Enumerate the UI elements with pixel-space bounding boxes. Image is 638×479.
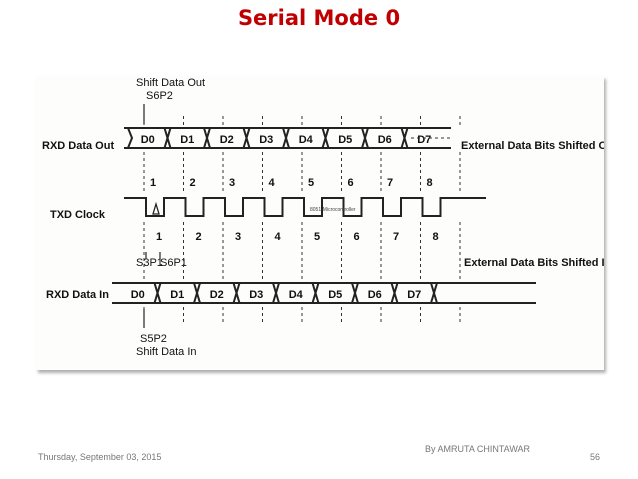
rxd-in-transition <box>351 282 359 304</box>
rxd-in-bit: D2 <box>210 289 224 301</box>
rxd-in-transition <box>390 282 399 304</box>
clock-number-bottom: 3 <box>235 231 241 243</box>
clock-numbers-bottom: 1 2 3 4 5 6 7 8 <box>156 231 439 243</box>
clock-number-top: 3 <box>229 177 235 189</box>
rxd-out-transition <box>400 127 409 149</box>
rxd-data-in-label: RXD Data In <box>46 289 109 301</box>
rxd-in-transition <box>193 282 201 304</box>
clock-number-top: 7 <box>387 177 393 189</box>
clock-number-top: 6 <box>348 177 354 189</box>
clock-number-top: 5 <box>308 177 314 189</box>
rxd-out-note: External Data Bits Shifted Out <box>461 140 604 152</box>
rxd-out-transition <box>282 127 290 149</box>
timing-diagram: Shift Data Out S6P2 RXD Data Out TXD Clo… <box>36 76 604 370</box>
rxd-in-bits: D0 D1 D2 D3 D4 D5 D6 D7 <box>131 282 438 304</box>
rxd-out-transition <box>321 127 330 149</box>
rxd-in-bit: D1 <box>170 289 184 301</box>
clock-arrow <box>152 201 160 215</box>
rxd-out-transition <box>203 127 211 149</box>
rxd-out-transition <box>361 127 369 149</box>
shift-data-out-label: Shift Data Out <box>136 77 205 89</box>
clock-number-bottom: 5 <box>314 231 320 243</box>
s6p1-label: S6P1 <box>160 257 187 269</box>
rxd-in-bit: D4 <box>289 289 304 301</box>
clock-number-top: 4 <box>269 177 276 189</box>
rxd-in-transition <box>311 282 320 304</box>
rxd-out-bit: D6 <box>378 134 392 146</box>
clock-number-bottom: 2 <box>196 231 202 243</box>
rxd-out-bit: D4 <box>299 134 314 146</box>
rxd-in-transition <box>153 282 162 304</box>
clock-number-top: 2 <box>190 177 196 189</box>
rxd-in-transition <box>430 282 438 304</box>
rxd-out-bit: D1 <box>180 134 194 146</box>
s3p1-label: S3P1 <box>136 257 163 269</box>
rxd-in-transition <box>272 282 280 304</box>
rxd-in-transition <box>232 282 241 304</box>
footer-author: By AMRUTA CHINTAWAR <box>425 444 531 454</box>
sample-lines <box>143 116 461 324</box>
footer-date: Thursday, September 03, 2015 <box>38 452 162 462</box>
rxd-out-bits: D0 D1 D2 D3 D4 D5 D6 D7 <box>141 127 431 149</box>
clock-number-bottom: 4 <box>275 231 282 243</box>
clock-number-bottom: 1 <box>156 231 162 243</box>
watermark: 8051-Microcontroller <box>310 207 356 213</box>
rxd-in-bit: D7 <box>407 289 421 301</box>
txd-clock-wave <box>124 197 486 217</box>
rxd-in-bus <box>112 282 536 304</box>
clock-number-top: 8 <box>427 177 433 189</box>
shift-data-in-label: Shift Data In <box>136 346 197 358</box>
rxd-in-note: External Data Bits Shifted In <box>464 257 604 269</box>
page-number: 56 <box>590 452 601 462</box>
clock-numbers-top: 1 2 3 4 5 6 7 8 <box>150 177 433 189</box>
rxd-out-transition <box>242 127 251 149</box>
clock-number-top: 1 <box>150 177 156 189</box>
rxd-out-bit: D7 <box>417 134 431 146</box>
rxd-out-bit: D5 <box>338 134 352 146</box>
rxd-in-bit: D5 <box>328 289 342 301</box>
timing-diagram-svg: Shift Data Out S6P2 RXD Data Out TXD Clo… <box>42 77 604 358</box>
rxd-out-bit: D0 <box>141 134 155 146</box>
rxd-in-bit: D3 <box>249 289 263 301</box>
rxd-out-bus <box>124 127 451 149</box>
s5p2-label: S5P2 <box>140 333 167 345</box>
rxd-in-bit: D0 <box>131 289 145 301</box>
rxd-in-bit: D6 <box>368 289 382 301</box>
clock-number-bottom: 8 <box>433 231 439 243</box>
clock-number-bottom: 7 <box>393 231 399 243</box>
rxd-data-out-label: RXD Data Out <box>42 140 114 152</box>
s6p2-label: S6P2 <box>146 90 173 102</box>
rxd-out-bit: D2 <box>220 134 234 146</box>
slide-title: Serial Mode 0 <box>237 6 401 30</box>
clock-number-bottom: 6 <box>354 231 360 243</box>
txd-clock-label: TXD Clock <box>50 209 106 221</box>
rxd-out-transition <box>163 127 172 149</box>
rxd-out-bit: D3 <box>259 134 273 146</box>
